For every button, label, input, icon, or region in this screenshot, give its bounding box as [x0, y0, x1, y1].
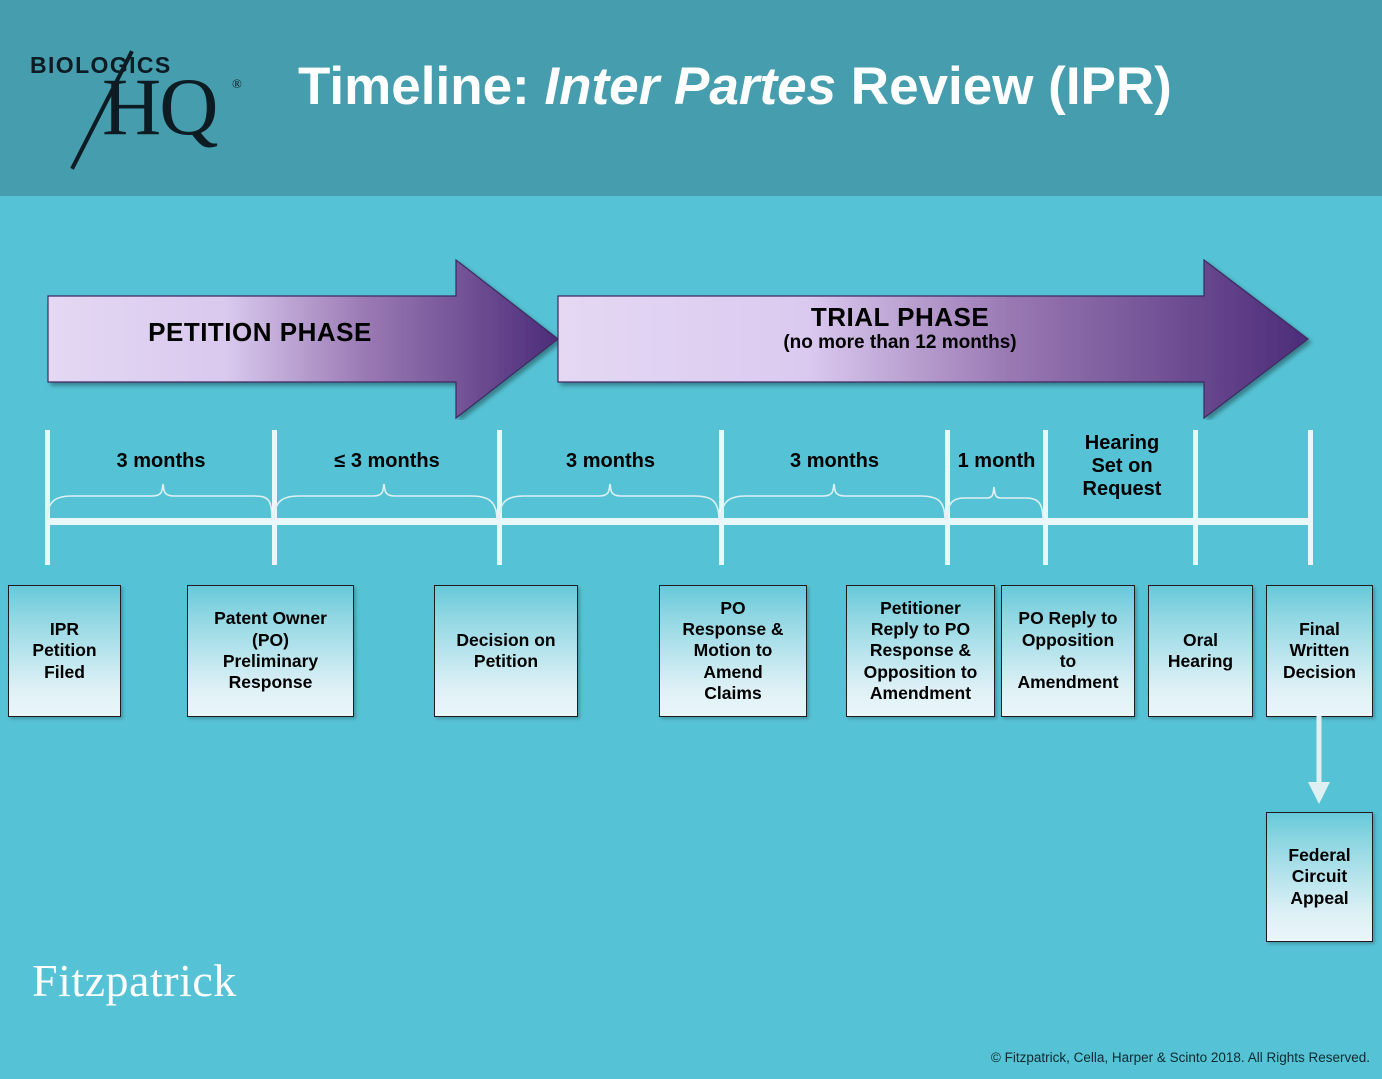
page-title-italic: Inter Partes: [544, 57, 837, 116]
trial-phase-label: TRIAL PHASE (no more than 12 months): [570, 302, 1230, 354]
logo-biologics-text: BIOLOGICS: [30, 52, 172, 78]
duration-label-3: 3 months: [566, 450, 655, 472]
petition-phase-label: PETITION PHASE: [60, 317, 460, 347]
copyright-notice: © Fitzpatrick, Cella, Harper & Scinto 20…: [990, 1050, 1370, 1065]
event-box-po-response-motion-amend[interactable]: PO Response & Motion to Amend Claims: [659, 585, 807, 717]
duration-label-2: ≤ 3 months: [334, 450, 440, 472]
page-title-prefix: Timeline:: [298, 57, 545, 116]
trial-phase-title: TRIAL PHASE: [810, 302, 990, 332]
page-title: Timeline: Inter Partes Review (IPR): [298, 56, 1172, 117]
page-title-suffix: Review (IPR): [836, 57, 1172, 116]
logo-hq-text: HQ: [102, 61, 218, 152]
fitzpatrick-logo: Fitzpatrick: [32, 955, 237, 1006]
appeal-connector-arrow: [1308, 716, 1330, 804]
event-box-federal-circuit-appeal[interactable]: Federal Circuit Appeal: [1266, 812, 1373, 942]
biologicshq-logo: BIOLOGICS HQ ®: [24, 30, 264, 170]
duration-label-4: 3 months: [790, 450, 879, 472]
event-box-final-written-decision[interactable]: Final Written Decision: [1266, 585, 1373, 717]
logo-registered-mark: ®: [232, 76, 242, 91]
event-box-decision-on-petition[interactable]: Decision on Petition: [434, 585, 578, 717]
duration-label-5: 1 month: [957, 450, 1036, 472]
event-box-ipr-petition-filed[interactable]: IPR Petition Filed: [8, 585, 121, 717]
event-box-oral-hearing[interactable]: Oral Hearing: [1148, 585, 1253, 717]
event-box-po-preliminary-response[interactable]: Patent Owner (PO) Preliminary Response: [187, 585, 354, 717]
petition-phase-title: PETITION PHASE: [148, 317, 372, 347]
event-box-petitioner-reply[interactable]: Petitioner Reply to PO Response & Opposi…: [846, 585, 995, 717]
trial-phase-arrow: [556, 258, 1316, 420]
trial-phase-subtitle: (no more than 12 months): [783, 332, 1017, 354]
header-band: [0, 0, 1382, 196]
duration-label-6: Hearing Set on Request: [1082, 432, 1162, 500]
event-box-po-reply-opposition[interactable]: PO Reply to Opposition to Amendment: [1001, 585, 1135, 717]
duration-label-1: 3 months: [116, 450, 206, 472]
petition-phase-arrow: [46, 258, 566, 420]
